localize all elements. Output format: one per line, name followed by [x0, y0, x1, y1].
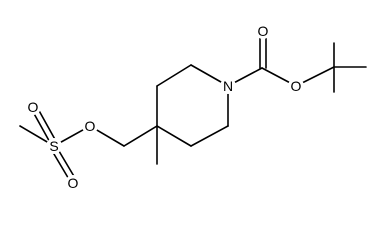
atom-o-carbonyl: O — [255, 23, 271, 39]
atom-o-ester: O — [288, 78, 304, 94]
atom-s-sulfonyl-label: S — [49, 138, 58, 154]
atom-s-sulfonyl: S — [46, 138, 62, 154]
atom-o-sulfonyl-top: O — [25, 99, 41, 115]
bond-layer — [19, 30, 367, 182]
bond-ring-upper-left — [156, 64, 192, 87]
atom-o-sulfonyl-bottom: O — [65, 175, 81, 191]
atom-n-ring-label: N — [223, 78, 233, 94]
bond-c4-ch2 — [123, 125, 158, 147]
atom-o-sulfonyl-bottom-label: O — [68, 175, 79, 191]
bond-s-otop-double-b — [36, 106, 58, 144]
atom-o-ether: O — [82, 118, 98, 134]
chemical-structure-diagram: O O N O S O O — [19, 23, 367, 191]
bond-s-otop-double-a — [31, 109, 53, 147]
atom-o-ester-label: O — [291, 78, 302, 94]
atom-o-sulfonyl-top-label: O — [28, 99, 39, 115]
atom-n-ring: N — [220, 78, 236, 94]
atom-label-layer: O O N O S O O — [25, 23, 304, 191]
bond-ring-lower-right — [190, 125, 229, 147]
atom-o-ether-label: O — [85, 118, 96, 134]
bond-s-obottom-double-a — [50, 148, 71, 182]
bond-ring-lower-left — [156, 125, 192, 147]
atom-o-carbonyl-label: O — [258, 23, 269, 39]
